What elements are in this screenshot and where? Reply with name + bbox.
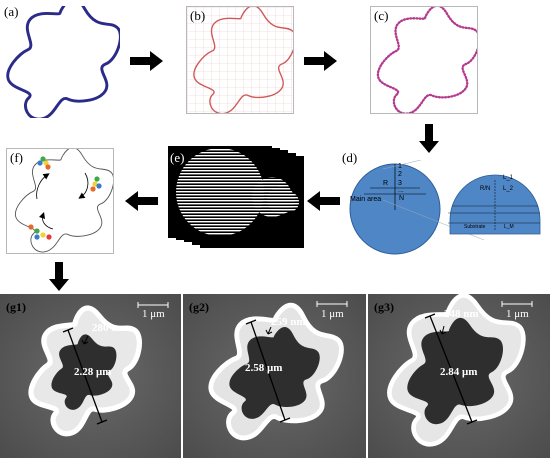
g2-label: (g2) (189, 300, 209, 314)
panel-f-scan-path (14, 149, 113, 253)
g3-diameter: 2.84 μm (440, 366, 478, 378)
panel-f-frame (6, 148, 114, 254)
d-inset-substrate: Substrate (464, 224, 486, 230)
g1-wall-thickness: 280 nm (92, 322, 127, 334)
g1-label: (g1) (6, 300, 26, 314)
panel-b-label: (b) (190, 8, 206, 23)
d-layer-2: 2 (398, 171, 402, 178)
d-radius-label: R (383, 180, 389, 187)
g3-label: (g3) (374, 300, 394, 314)
panel-c-frame (370, 6, 478, 114)
arrow-b-to-c (304, 51, 337, 71)
g2-wall-thickness: 259 nm (271, 316, 306, 328)
panel-f-label: (f) (10, 150, 23, 165)
d-inset-substrate-value: L_M (504, 224, 514, 230)
panel-b-frame (186, 6, 294, 114)
arrow-a-to-b (130, 51, 163, 71)
sem-image-g3: (g3) 1 μm 248 nm 2.84 μm (368, 294, 550, 458)
d-inset-ratio: R/N (480, 186, 491, 192)
d-inset-layer2: L_2 (503, 186, 514, 192)
d-n-label: N (399, 195, 405, 202)
sem-image-g1: (g1) 1 μm 280 nm 2.28 μm (0, 294, 181, 458)
g2-diameter: 2.58 μm (245, 362, 283, 374)
d-layer-more: ... (398, 187, 404, 194)
panel-d-layer-diagram (349, 160, 541, 255)
f-scan-dots-3 (28, 224, 52, 240)
d-layer-1: 1 (398, 163, 402, 170)
panel-e-label: (e) (170, 150, 185, 165)
panel-a-label: (a) (4, 4, 19, 19)
panel-b-grid-star (187, 7, 293, 113)
d-inset-layer1: L_1 (503, 175, 514, 181)
g1-diameter: 2.28 μm (74, 366, 112, 378)
d-main-area-label: Main area (350, 196, 382, 203)
f-scan-dots-1 (37, 156, 51, 170)
arrow-f-to-g (49, 262, 69, 291)
d-layer-3: 3 (398, 180, 402, 187)
g2-scale-bar-label: 1 μm (321, 308, 344, 320)
g3-scale-bar-label: 1 μm (506, 308, 529, 320)
arrow-d-to-e (307, 191, 340, 211)
g3-wall-thickness: 248 nm (444, 308, 479, 320)
arrow-c-to-d (419, 124, 439, 153)
f-scan-dots-2 (90, 176, 102, 192)
panel-e-mask-stack (168, 146, 304, 248)
panel-c-label: (c) (374, 8, 389, 23)
panel-a-star-curve (6, 6, 120, 118)
panel-d-label: (d) (342, 150, 358, 165)
arrow-e-to-f (125, 191, 158, 211)
g1-scale-bar-label: 1 μm (142, 308, 165, 320)
sem-image-g2: (g2) 1 μm 259 nm 2.58 μm (183, 294, 366, 458)
